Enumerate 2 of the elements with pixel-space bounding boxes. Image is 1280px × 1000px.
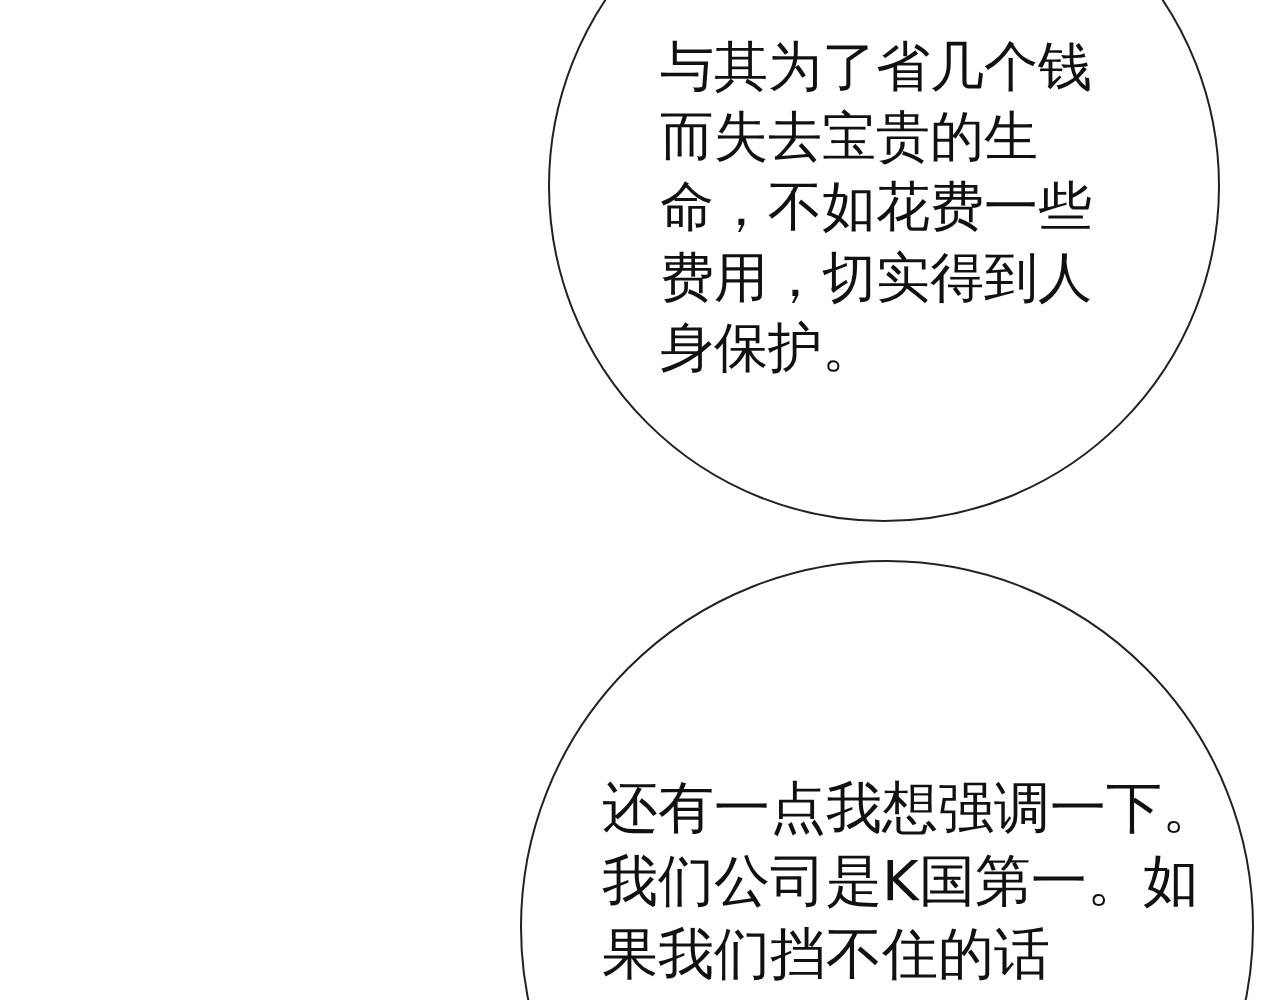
speech-text: 与其为了省几个钱而失去宝贵的生命，不如花费一些费用，切实得到人身保护。	[660, 34, 1093, 381]
speech-text: 还有一点我想强调一下。我们公司是K国第一。如果我们挡不住的话	[602, 774, 1219, 988]
